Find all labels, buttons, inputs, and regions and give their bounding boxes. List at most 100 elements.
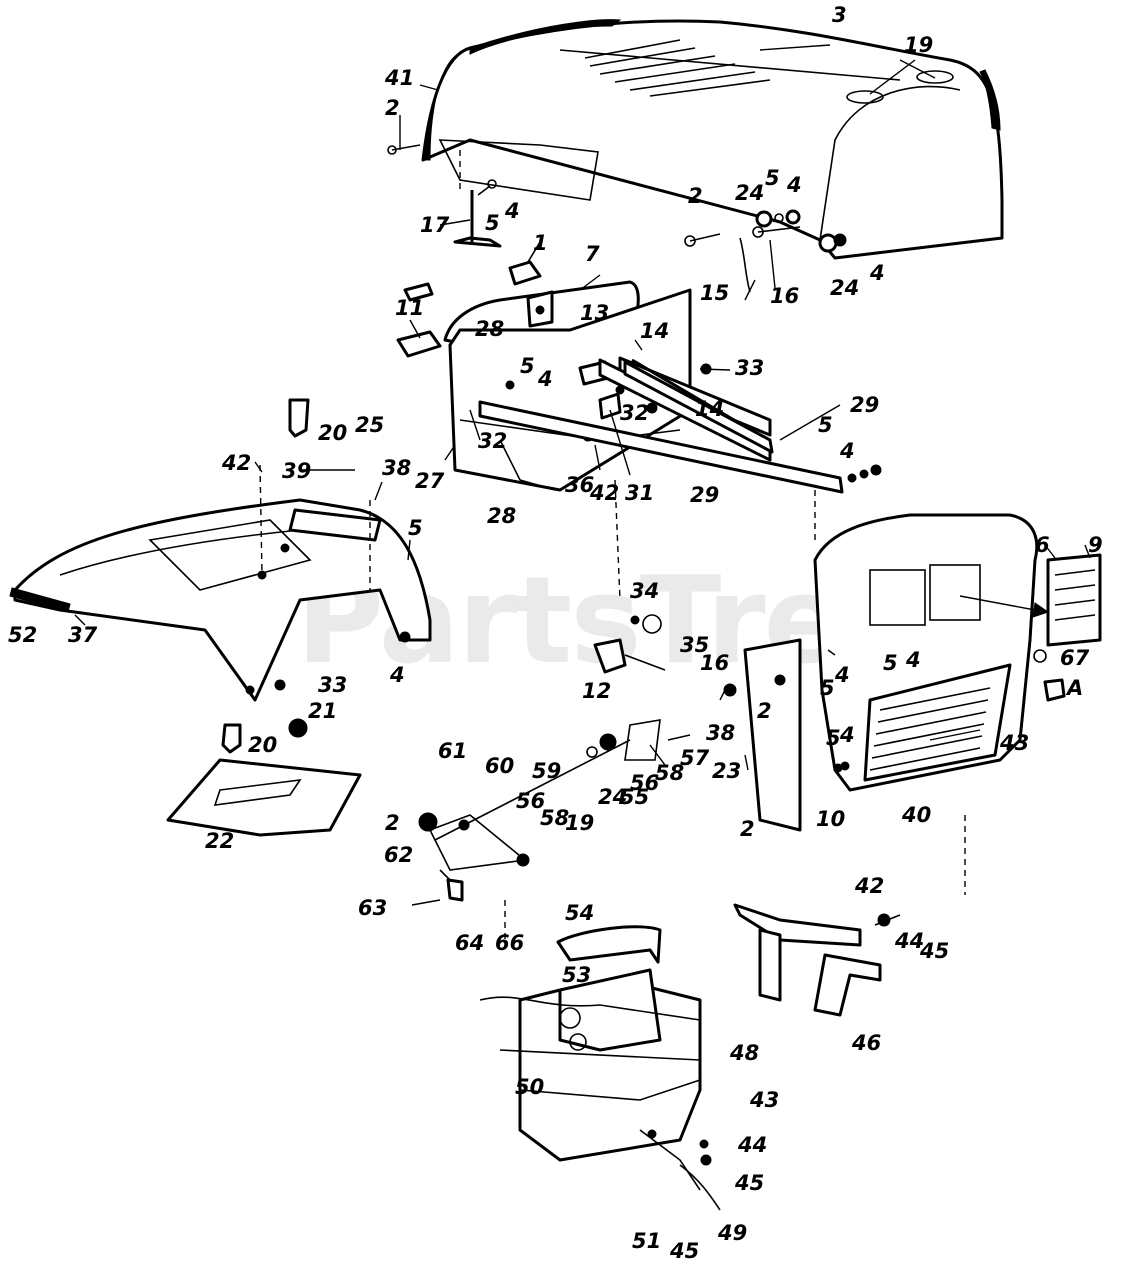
label-17: 17	[420, 213, 450, 237]
label-48: 48	[729, 1041, 759, 1065]
label-30: 31	[625, 481, 654, 505]
label-35: 36	[565, 473, 594, 497]
label-54: 55	[620, 785, 649, 809]
label-51: 51	[632, 1229, 661, 1253]
label-31b: 32	[478, 429, 507, 453]
label-56: 57	[680, 746, 710, 770]
label-41: 41	[384, 66, 414, 90]
side-rail-part	[478, 356, 882, 494]
label-40: 40	[901, 803, 931, 827]
label-5c: 5	[520, 354, 535, 378]
label-66: 67	[1060, 646, 1090, 670]
label-34: 35	[680, 633, 709, 657]
label-44: 44	[894, 929, 924, 953]
label-29b: 29	[690, 483, 719, 507]
label-24b: 24	[830, 276, 859, 300]
label-24c: 24	[598, 785, 627, 809]
label-45: 45	[919, 939, 949, 963]
label-4e: 4	[839, 439, 855, 463]
label-5b: 5	[765, 166, 780, 190]
label-32: 33	[735, 356, 764, 380]
label-36: 37	[68, 623, 98, 647]
label-14: 14	[640, 319, 669, 343]
label-4f: 4	[389, 663, 405, 687]
label-52: 53	[562, 963, 591, 987]
label-12: 12	[582, 679, 611, 703]
label-38: 38	[382, 456, 411, 480]
label-24: 24	[735, 181, 764, 205]
label-5f: 5	[820, 676, 835, 700]
label-9: 9	[1088, 533, 1103, 557]
label-3: 3	[832, 3, 847, 27]
label-15: 15	[700, 281, 729, 305]
label-60: 61	[438, 739, 467, 763]
label-5g: 5	[883, 651, 898, 675]
label-58: 59	[532, 759, 561, 783]
label-57b: 58	[540, 806, 569, 830]
label-62: 63	[358, 896, 387, 920]
label-4c: 4	[869, 261, 885, 285]
label-2d: 2	[740, 817, 755, 841]
label-28: 28	[475, 317, 504, 341]
label-47: 52	[8, 623, 37, 647]
hood-part	[421, 19, 1004, 260]
label-2: 2	[385, 96, 400, 120]
label-5d: 5	[818, 413, 833, 437]
label-57: 58	[655, 761, 684, 785]
label-23: 23	[712, 759, 741, 783]
label-43b: 43	[749, 1088, 779, 1112]
label-55b: 56	[516, 789, 545, 813]
label-2c: 2	[757, 699, 772, 723]
leader-lines	[74, 44, 1091, 771]
label-25: 25	[355, 413, 384, 437]
label-46: 46	[851, 1031, 881, 1055]
label-45b: 45	[734, 1171, 764, 1195]
label-18: 19	[904, 33, 933, 57]
guide-lines	[259, 150, 966, 895]
label-13: 13	[580, 301, 609, 325]
label-5h: 5	[826, 726, 841, 750]
label-2e: 2	[385, 811, 400, 835]
label-67: A	[1065, 676, 1083, 700]
label-31: 32	[620, 401, 649, 425]
label-42b: 42	[221, 451, 251, 475]
label-4i: 4	[839, 723, 855, 747]
label-1: 1	[533, 231, 548, 255]
grille-part	[813, 513, 1039, 792]
fender-plate-part	[166, 398, 362, 837]
label-33: 34	[630, 579, 659, 603]
side-panel-part	[723, 638, 802, 832]
label-29: 29	[850, 393, 879, 417]
label-63: 64	[455, 931, 484, 955]
label-37: 38	[706, 721, 735, 745]
label-4: 4	[504, 199, 520, 223]
label-11: 11	[395, 296, 424, 320]
label-32b: 33	[318, 673, 347, 697]
label-61: 62	[384, 843, 413, 867]
label-64: 66	[495, 931, 524, 955]
label-5e: 5	[408, 516, 423, 540]
label-6: 6	[1035, 533, 1050, 557]
label-5: 5	[485, 211, 500, 235]
label-22: 22	[205, 829, 234, 853]
fender-part	[9, 498, 432, 702]
label-42c: 42	[854, 874, 884, 898]
label-39: 39	[282, 459, 311, 483]
label-43: 43	[999, 731, 1029, 755]
label-53: 54	[565, 901, 594, 925]
label-7: 7	[585, 242, 600, 266]
engine-bracket-part	[733, 903, 901, 1017]
label-4d: 4	[537, 367, 553, 391]
label-16b: 16	[700, 651, 729, 675]
label-10: 10	[816, 807, 845, 831]
callout-labels: 3 19 41 2 4 5 17 2 24 5 4 15 16 24 4 1 7…	[8, 3, 1103, 1263]
label-45c: 45	[669, 1239, 699, 1263]
label-4h: 4	[905, 648, 921, 672]
label-27: 28	[487, 504, 516, 528]
label-20: 20	[318, 421, 347, 445]
hood-hardware	[387, 144, 847, 293]
label-20b: 20	[248, 733, 277, 757]
label-4b: 4	[786, 173, 802, 197]
label-49: 49	[717, 1221, 747, 1245]
